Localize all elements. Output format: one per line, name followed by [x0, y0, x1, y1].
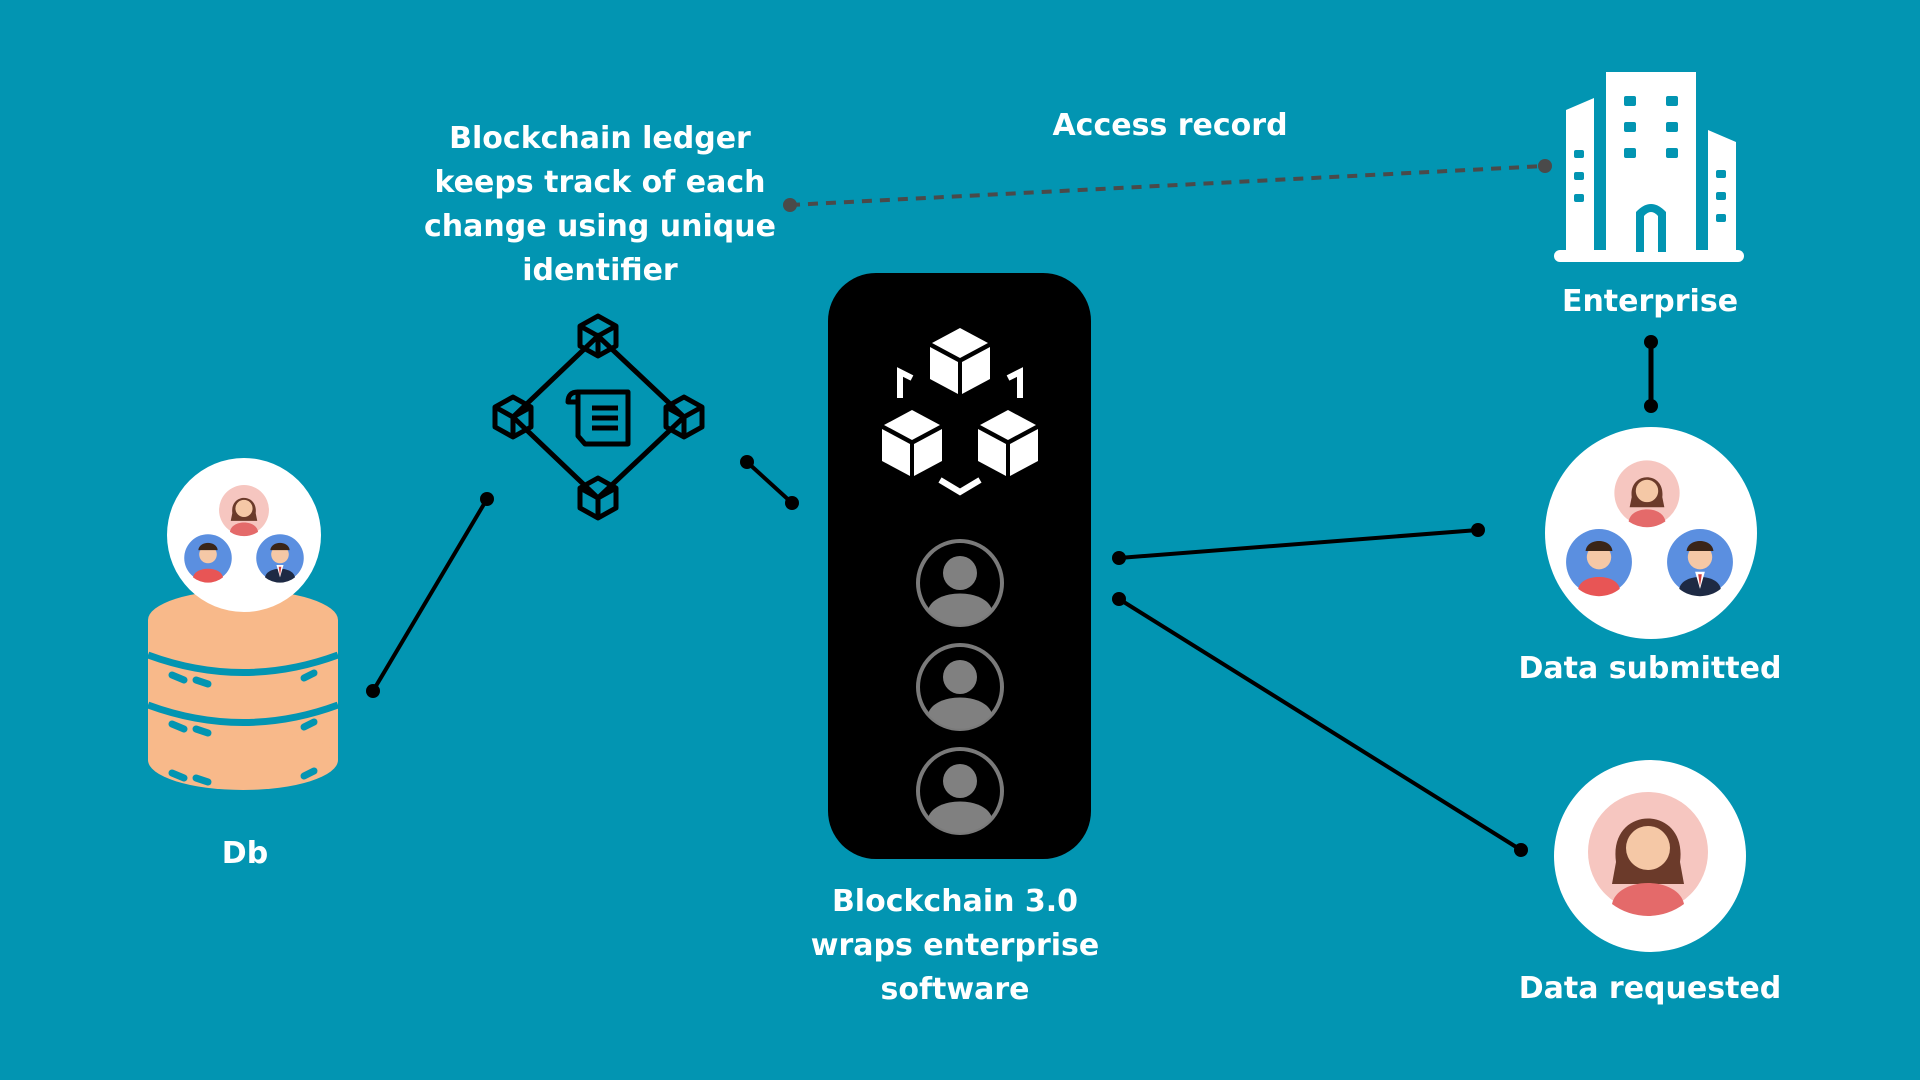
blockchain-cubes-icon — [882, 328, 1038, 496]
connector-dot — [785, 496, 799, 510]
connectors — [366, 159, 1658, 857]
connector-dot — [1644, 335, 1658, 349]
ledger-to-blockchain-connector — [745, 460, 794, 505]
database-icon — [146, 458, 340, 790]
connector-dot — [1471, 523, 1485, 537]
user-avatar-icon — [916, 747, 1004, 835]
connector-dot — [1112, 592, 1126, 606]
enterprise-label: Enterprise — [1561, 284, 1739, 319]
data-submitted-label: Data submitted — [1518, 651, 1782, 686]
data-submitted-user-group-icon — [1545, 427, 1757, 639]
user-avatar-icon — [916, 539, 1004, 627]
user-group-icon — [167, 458, 321, 612]
connector-dot — [1644, 399, 1658, 413]
connector-dot — [366, 684, 380, 698]
connector-dot — [1538, 159, 1552, 173]
blockchain-to-requested-connector — [1117, 597, 1523, 852]
db-to-ledger-connector — [371, 497, 489, 693]
connector-dot — [740, 455, 754, 469]
db-label: Db — [221, 836, 269, 871]
access-record-connector — [789, 164, 1546, 207]
blockchain-panel — [828, 273, 1091, 859]
connector-dot — [783, 198, 797, 212]
document-icon — [565, 389, 631, 447]
blockchain-ledger-network-icon — [495, 316, 702, 518]
data-requested-user-icon — [1554, 760, 1746, 952]
user-avatar-icon — [916, 643, 1004, 731]
connector-dot — [480, 492, 494, 506]
connector-dot — [1112, 551, 1126, 565]
blockchain-to-submitted-connector — [1118, 528, 1479, 560]
db-cylinder — [148, 590, 338, 790]
access-record-label: Access record — [1052, 108, 1288, 143]
blockchain-3-label: Blockchain 3.0 wraps enterprise software — [810, 884, 1100, 1007]
connector-dot — [1514, 843, 1528, 857]
ledger-description-label: Blockchain ledger keeps track of each ch… — [424, 121, 776, 288]
data-requested-label: Data requested — [1518, 971, 1782, 1006]
office-building-icon — [1554, 72, 1744, 262]
